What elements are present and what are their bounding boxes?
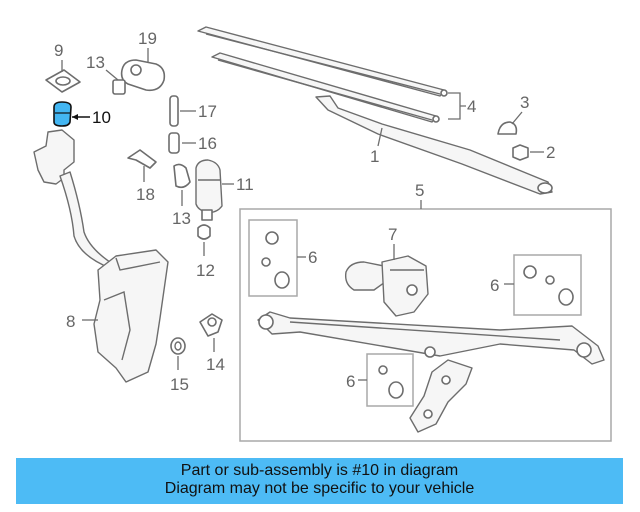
arm-cap[interactable] <box>497 121 518 135</box>
linkage-bracket[interactable] <box>409 359 473 433</box>
bushing-kit-left <box>261 231 290 289</box>
level-sensor[interactable] <box>199 313 223 337</box>
callout-15: 15 <box>170 375 189 394</box>
callout-16: 16 <box>198 134 217 153</box>
callout-13-top: 13 <box>86 53 105 72</box>
callout-6-left: 6 <box>308 248 317 267</box>
bushing-kit-box-left[interactable] <box>248 219 298 297</box>
callout-1: 1 <box>370 147 379 166</box>
grommet[interactable] <box>45 69 81 93</box>
arm-nut[interactable] <box>512 144 529 161</box>
info-banner: Part or sub-assembly is #10 in diagram D… <box>16 458 623 504</box>
callout-11: 11 <box>236 175 254 194</box>
banner-line-2: Diagram may not be specific to your vehi… <box>164 480 475 497</box>
callout-17: 17 <box>198 102 217 121</box>
wiper-motor[interactable] <box>344 255 429 317</box>
parts-diagram: 4 1 3 2 19 13 9 10 <box>33 26 612 442</box>
callout-18: 18 <box>136 185 155 204</box>
callout-9: 9 <box>54 41 63 60</box>
callout-8: 8 <box>66 312 75 331</box>
wiper-arm[interactable] <box>315 95 553 195</box>
callout-14: 14 <box>206 355 225 374</box>
callout-13-bottom: 13 <box>172 209 191 228</box>
callout-6-right: 6 <box>490 276 499 295</box>
bushing-kit-box-right[interactable] <box>513 254 582 316</box>
pump-connector[interactable] <box>173 163 191 189</box>
callout-3: 3 <box>520 93 529 112</box>
bushing-kit-right <box>523 265 574 306</box>
washer-nozzle[interactable] <box>120 59 166 92</box>
callout-6-lower: 6 <box>346 372 355 391</box>
clip[interactable] <box>112 79 126 95</box>
callout-12: 12 <box>196 261 215 280</box>
linkage-subassembly-box[interactable] <box>239 208 612 442</box>
hose[interactable] <box>169 95 179 127</box>
wiper-blade-assembly[interactable] <box>197 26 448 123</box>
hose-joint[interactable] <box>168 132 180 154</box>
reservoir-cap-highlighted[interactable] <box>53 101 72 127</box>
bushing-kit-box-lower[interactable] <box>366 353 414 407</box>
callout-19: 19 <box>138 29 157 48</box>
sensor-seal[interactable] <box>170 337 186 355</box>
callout-10: 10 <box>92 108 111 127</box>
check-valve[interactable] <box>127 149 157 169</box>
pump-grommet[interactable] <box>197 224 211 240</box>
washer-pump[interactable] <box>195 159 223 221</box>
callout-2: 2 <box>546 143 555 162</box>
wiper-linkage[interactable] <box>257 311 605 365</box>
bushing-kit-lower <box>378 365 404 399</box>
callout-4: 4 <box>467 97 476 116</box>
banner-line-1: Part or sub-assembly is #10 in diagram <box>180 462 459 479</box>
washer-reservoir[interactable] <box>33 129 169 383</box>
callout-7: 7 <box>388 225 397 244</box>
callout-5: 5 <box>415 181 424 200</box>
